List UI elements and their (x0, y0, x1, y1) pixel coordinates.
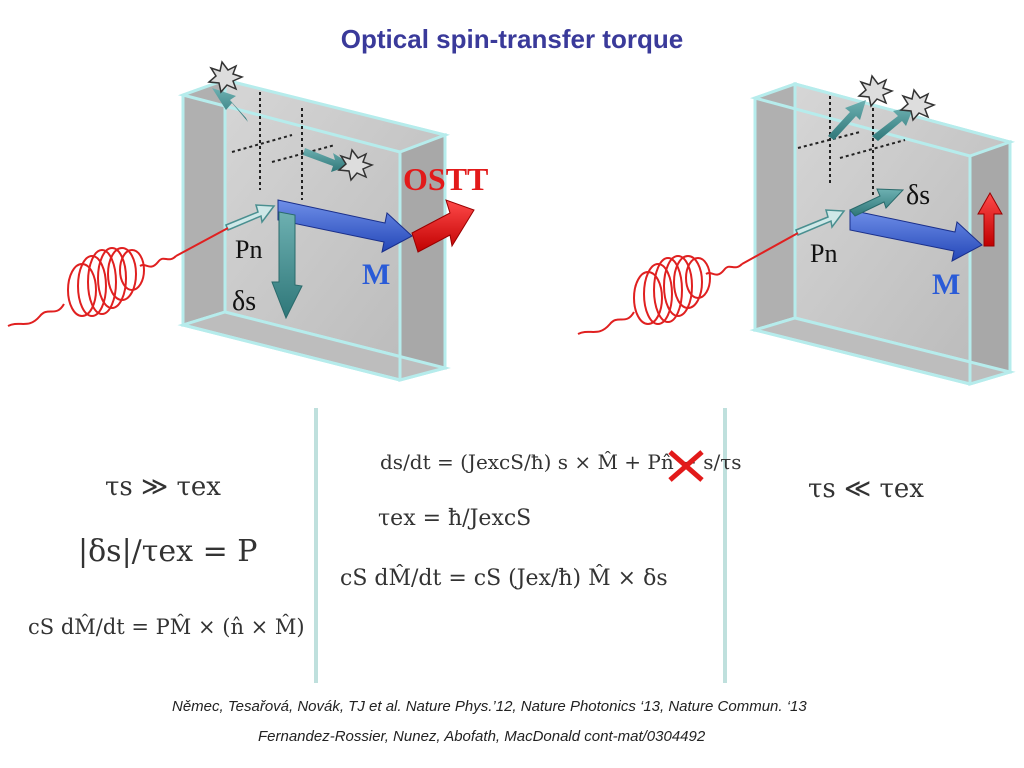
burst-icon (207, 60, 245, 94)
left-ds-label: δs (232, 286, 256, 317)
right-dotted-axes (797, 96, 906, 195)
reference-line-1: Němec, Tesařová, Novák, TJ et al. Nature… (172, 698, 807, 715)
right-pn-label: Pn (810, 239, 837, 268)
right-regime-eq: τs ≪ τex (808, 474, 924, 504)
m-arrow (849, 209, 983, 262)
left-pn-label: Pn (235, 235, 262, 264)
middle-llg-eq: cS dM̂/dt = cS (Jex/ħ) M̂ × δs (340, 566, 668, 591)
burst-icon (857, 74, 895, 108)
burst-icon (899, 88, 937, 122)
laser-pulse (7, 227, 229, 327)
pn-arrow (225, 204, 276, 231)
reference-line-2: Fernandez-Rossier, Nunez, Abofath, MacDo… (258, 728, 706, 745)
right-m-label: M (932, 268, 960, 301)
pn-arrow (795, 209, 846, 236)
page-title: Optical spin-transfer torque (340, 24, 684, 54)
cross-out-icon (668, 450, 704, 482)
ds-arrow (271, 211, 303, 320)
middle-tau-ex-eq: τex = ħ/JexcS (378, 506, 532, 531)
m-arrow (277, 199, 413, 253)
ostt-diagram: Pn δs M OSTT (7, 60, 1016, 387)
laser-pulse (577, 232, 799, 335)
ds-arrow (849, 188, 905, 217)
left-ds-eq: |δs|/τex = P (78, 534, 258, 569)
burst-icon (337, 148, 375, 182)
left-m-label: M (362, 258, 390, 291)
left-scattered-arrows (212, 88, 352, 172)
m-tilt-arrow (977, 191, 1003, 247)
separator-left (314, 408, 318, 683)
ostt-label: OSTT (403, 161, 488, 197)
left-llg-eq: cS dM̂/dt = PM̂ × (n̂ × M̂) (28, 615, 305, 639)
left-regime-eq: τs ≫ τex (105, 472, 221, 502)
ostt-arrow (411, 199, 475, 253)
right-scattered-arrows (828, 100, 914, 141)
separator-right (723, 408, 727, 683)
right-ds-label: δs (906, 180, 930, 211)
